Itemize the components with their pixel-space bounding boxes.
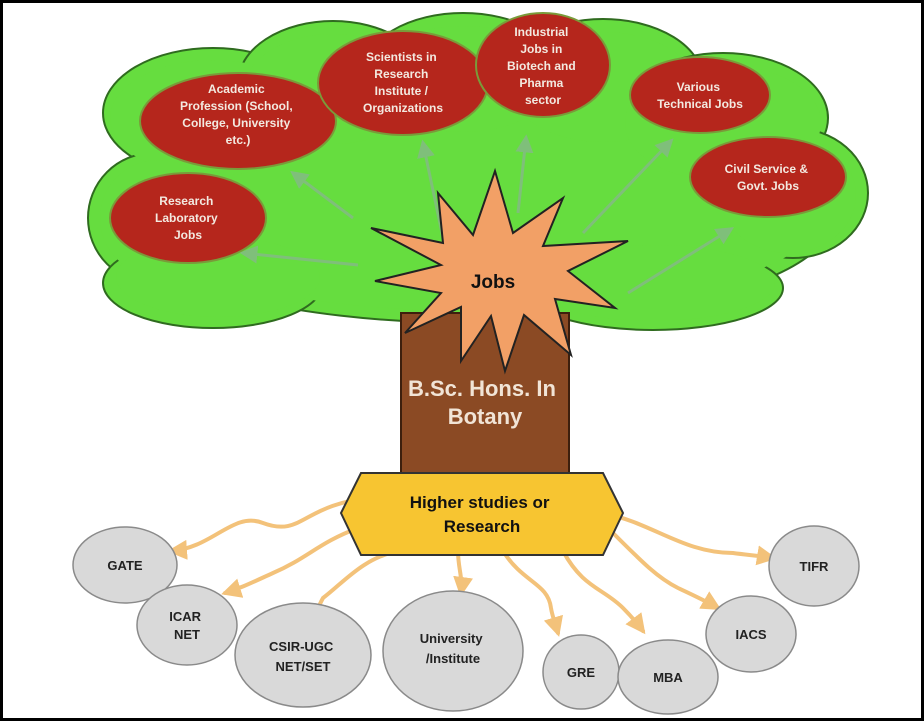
- job-node-academic: [139, 72, 337, 170]
- job-node-civil: [689, 136, 847, 218]
- study-node-mba: [617, 639, 719, 715]
- career-tree-diagram: Academic Profession (School, College, Un…: [72, 12, 869, 715]
- arrow-to-gre: [501, 549, 563, 637]
- job-label-scientists: Scientists in Research Institute / Organ…: [363, 50, 443, 115]
- study-label-iacs: IACS: [735, 627, 766, 642]
- study-nodes: [72, 525, 860, 715]
- study-label-icar: ICAR NET: [169, 609, 204, 642]
- arrow-to-tifr: [601, 511, 777, 566]
- arrow-to-industrial: [515, 134, 534, 214]
- job-label-industrial: Industrial Jobs in Biotech and Pharma se…: [507, 25, 579, 107]
- jobs-starburst: [370, 167, 629, 375]
- study-label-gate: GATE: [107, 558, 142, 573]
- arrow-to-academic: [290, 170, 354, 220]
- arrow-to-university: [453, 549, 474, 597]
- arrow-to-iacs: [611, 531, 722, 611]
- higher-studies-label: Higher studies or Research: [410, 493, 555, 536]
- job-label-research-lab: Research Laboratory Jobs: [155, 194, 221, 242]
- arrow-to-scientists: [417, 139, 445, 239]
- job-node-scientists: [317, 30, 489, 136]
- study-node-university: [382, 590, 524, 712]
- jobs-center-label: Jobs: [471, 272, 515, 293]
- study-node-iacs: [705, 595, 797, 673]
- arrow-to-icar: [221, 526, 360, 598]
- study-label-csir: CSIR-UGC NET/SET: [269, 639, 337, 674]
- arrow-to-gate: [167, 496, 375, 560]
- study-node-tifr: [768, 525, 860, 607]
- study-label-tifr: TIFR: [800, 559, 829, 574]
- trunk-label: B.Sc. Hons. In Botany: [408, 376, 562, 429]
- job-arrows: [239, 134, 735, 295]
- arrow-to-research-lab: [239, 245, 359, 267]
- arrow-to-technical: [581, 138, 674, 235]
- arrow-to-mba: [561, 549, 646, 635]
- job-node-industrial: [475, 12, 611, 118]
- study-label-mba: MBA: [653, 670, 683, 685]
- study-node-csir: [234, 602, 372, 708]
- study-label-gre: GRE: [567, 665, 596, 680]
- study-labels: GATE ICAR NET CSIR-UGC NET/SET Universit…: [107, 558, 829, 685]
- job-labels: Academic Profession (School, College, Un…: [155, 25, 812, 242]
- study-node-icar: [136, 584, 238, 666]
- job-nodes: [109, 12, 847, 264]
- study-label-university: University /Institute: [420, 631, 487, 666]
- arrow-to-civil: [627, 227, 735, 295]
- job-label-technical: Various Technical Jobs: [657, 80, 743, 111]
- job-label-civil: Civil Service & Govt. Jobs: [725, 162, 812, 193]
- higher-studies-hexagon: [339, 472, 625, 556]
- job-node-research-lab: [109, 172, 267, 264]
- job-node-technical: [629, 56, 771, 134]
- job-label-academic: Academic Profession (School, College, Un…: [180, 82, 296, 147]
- study-node-gate: [72, 526, 178, 604]
